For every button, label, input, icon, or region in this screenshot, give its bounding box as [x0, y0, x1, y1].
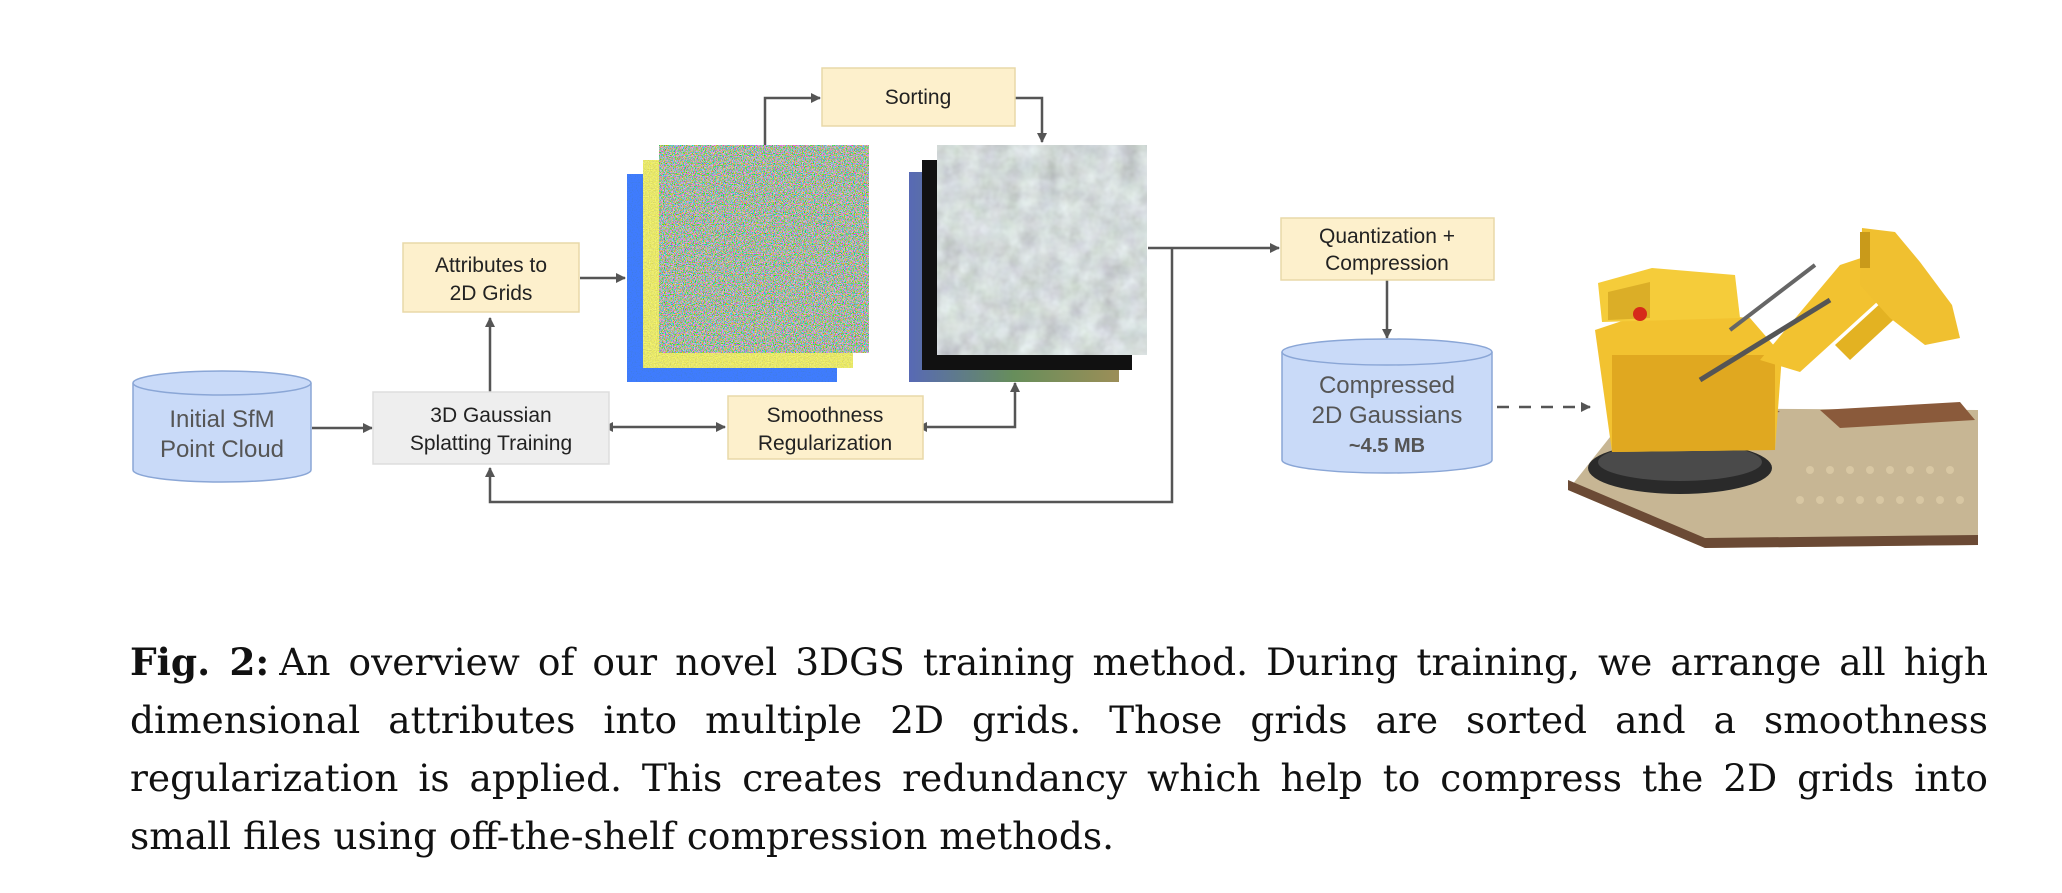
smoothness-label-line2: Regularization: [758, 432, 892, 455]
sorting-label: Sorting: [885, 86, 952, 109]
unsorted-grid-stack: [627, 145, 869, 382]
attributes-label-line1: Attributes to: [435, 254, 547, 277]
connectors: [312, 93, 1591, 504]
training-node: 3D Gaussian Splatting Training: [372, 391, 610, 465]
smoothness-node: Smoothness Regularization: [727, 395, 924, 460]
figure-caption: Fig. 2:An overview of our novel 3DGS tra…: [130, 633, 1988, 865]
sorted-grid-stack: [909, 145, 1147, 382]
compressed-label-line2: 2D Gaussians: [1312, 402, 1463, 429]
arrow-sorting-to-sorted: [1015, 96, 1047, 143]
compressed-node: Compressed 2D Gaussians ~4.5 MB: [1281, 338, 1493, 474]
pipeline-diagram: Initial SfM Point Cloud 3D Gaussian Spla…: [132, 67, 1978, 548]
quantization-label-line2: Compression: [1325, 252, 1449, 275]
attributes-label-line2: 2D Grids: [450, 282, 533, 305]
model-bucket: [1860, 228, 1960, 345]
figure-caption-text: An overview of our novel 3DGS training m…: [130, 640, 1988, 858]
quantization-node: Quantization + Compression: [1280, 217, 1495, 281]
figure-label: Fig. 2:: [130, 640, 270, 684]
compressed-label-size: ~4.5 MB: [1349, 435, 1425, 457]
arrow-feedback-to-training: [485, 248, 1174, 504]
point-cloud-label-line1: Initial SfM: [169, 406, 274, 433]
smoothness-label-line1: Smoothness: [767, 404, 884, 427]
arrow-grids-to-sorting: [763, 93, 821, 145]
attributes-node: Attributes to 2D Grids: [402, 242, 580, 313]
arrow-smoothness-sorted: [917, 382, 1020, 432]
point-cloud-node: Initial SfM Point Cloud: [132, 370, 312, 483]
compressed-label-line1: Compressed: [1319, 372, 1455, 399]
point-cloud-label-line2: Point Cloud: [160, 436, 284, 463]
training-label-line1: 3D Gaussian: [430, 404, 551, 427]
training-label-line2: Splatting Training: [410, 432, 572, 455]
grid-layer-noise: [659, 145, 869, 353]
sorting-node: Sorting: [821, 67, 1016, 127]
quantization-label-line1: Quantization +: [1319, 225, 1455, 248]
sorted-layer-front: [937, 145, 1147, 355]
rendered-lego-model: [1568, 228, 1978, 548]
